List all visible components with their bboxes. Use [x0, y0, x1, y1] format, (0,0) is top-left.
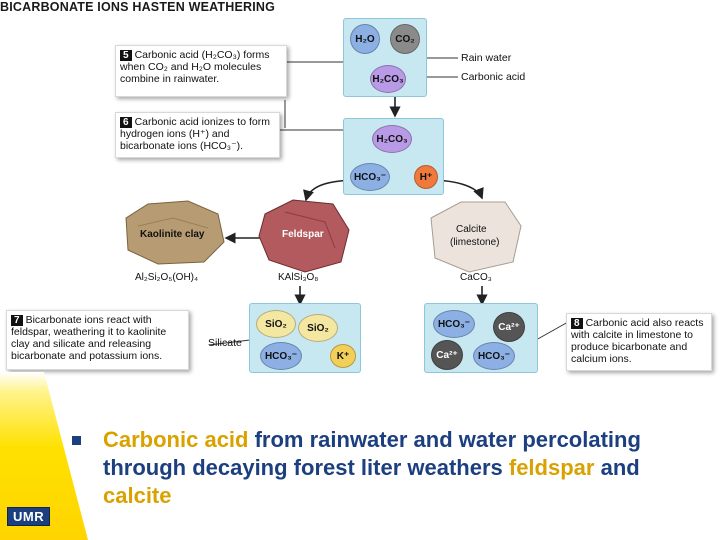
panel-ionization: H₂CO₃ HCO₃⁻ H⁺ [343, 118, 444, 195]
hco3-ion: HCO₃⁻ [433, 310, 475, 338]
panel-rainwater: H₂O CO₂ H₂CO₃ [343, 18, 427, 97]
kaolinite-formula: Al₂Si₂O₅(OH)₄ [135, 272, 199, 283]
calcite-image [430, 201, 522, 273]
step-7-text: Bicarbonate ions react with feldspar, we… [11, 314, 167, 362]
calcium-ion: Ca²⁺ [431, 340, 463, 370]
line-step8 [535, 321, 569, 341]
panel-feldspar-products: SiO₂ SiO₂ HCO₃⁻ K⁺ [249, 303, 361, 373]
feldspar-formula: KAlSi₃O₈ [278, 272, 319, 283]
bullet-highlight-calcite: calcite [103, 483, 172, 508]
calcite-label: Calcite [456, 224, 487, 235]
hydrogen-ion: H⁺ [414, 165, 438, 189]
kaolinite-label: Kaolinite clay [140, 229, 205, 240]
feldspar-image [258, 199, 350, 273]
carbonic-acid-label: Carbonic acid [461, 71, 526, 83]
bullet-highlight-carbonic-acid: Carbonic acid [103, 427, 249, 452]
line-silicate [208, 339, 251, 346]
hco3-ion: HCO₃⁻ [260, 342, 302, 370]
step-5-number: 5 [120, 50, 132, 61]
feldspar-label: Feldspar [282, 229, 324, 240]
bullet-text-middle: from rainwater and water percolating thr… [103, 427, 641, 480]
co2-molecule: CO₂ [390, 24, 420, 54]
h2co3-molecule: H₂CO₃ [370, 65, 406, 93]
kaolinite-clay-image [125, 200, 225, 265]
calcite-sublabel: (limestone) [450, 237, 500, 248]
bullet-text-and: and [594, 455, 640, 480]
step-6-text: Carbonic acid ionizes to form hydrogen i… [120, 116, 270, 152]
step-5-text: Carbonic acid (H₂CO₃) forms when CO₂ and… [120, 49, 270, 85]
umr-logo: UMR [7, 507, 51, 526]
figure-title: BICARBONATE IONS HASTEN WEATHERING [0, 0, 276, 14]
calcium-ion: Ca²⁺ [493, 312, 525, 342]
hco3-ion: HCO₃⁻ [350, 163, 390, 191]
step-8-text: Carbonic acid also reacts with calcite i… [571, 317, 704, 365]
bullet-highlight-feldspar: feldspar [508, 455, 595, 480]
h2o-molecule: H₂O [350, 24, 380, 54]
step-8-number: 8 [571, 318, 583, 329]
rainwater-label: Rain water [461, 52, 512, 64]
h2co3-molecule: H₂CO₃ [372, 125, 412, 153]
bullet-text: Carbonic acid from rainwater and water p… [103, 426, 703, 510]
calcite-formula: CaCO₃ [460, 272, 492, 283]
sio2-molecule: SiO₂ [256, 310, 296, 338]
potassium-ion: K⁺ [330, 344, 356, 368]
bullet-marker [72, 436, 81, 445]
sio2-molecule: SiO₂ [298, 314, 338, 342]
panel-calcite-products: HCO₃⁻ Ca²⁺ Ca²⁺ HCO₃⁻ [424, 303, 538, 373]
silicate-label: Silicate [208, 337, 242, 349]
step-6-number: 6 [120, 117, 132, 128]
hco3-ion: HCO₃⁻ [473, 342, 515, 370]
yellow-accent-strip [0, 372, 88, 540]
step-7-number: 7 [11, 315, 23, 326]
